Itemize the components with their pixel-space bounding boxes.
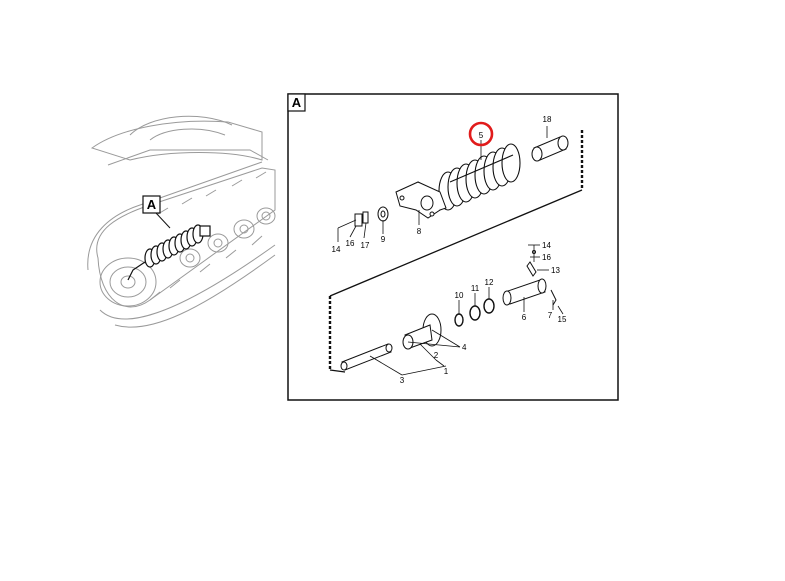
label-part-4: 4	[462, 343, 467, 352]
label-part-17: 17	[361, 241, 370, 250]
label-part-1: 1	[444, 367, 449, 376]
part-tube-6	[502, 250, 557, 306]
label-part-10: 10	[455, 291, 464, 300]
overview-spring	[127, 224, 211, 281]
label-part-18: 18	[543, 115, 552, 124]
label-part-6: 6	[522, 313, 527, 322]
label-part-3: 3	[400, 376, 405, 385]
label-part-9: 9	[381, 235, 386, 244]
leader-lines	[337, 126, 564, 376]
overview-callout-box	[142, 195, 161, 214]
overview-callout-letter: A	[147, 197, 157, 212]
label-part-2: 2	[434, 351, 439, 360]
label-part-14-lower: 14	[542, 241, 551, 250]
part-rod-3	[340, 343, 393, 371]
label-part-15: 15	[558, 315, 567, 324]
label-part-14-upper: 14	[332, 245, 341, 254]
machine-overview	[87, 115, 276, 328]
label-part-8: 8	[417, 227, 422, 236]
label-part-16-upper: 16	[346, 239, 355, 248]
part-spring-5	[438, 143, 521, 211]
part-bushing-18	[531, 135, 569, 162]
detail-frame-letter: A	[292, 95, 302, 110]
detail-frame-tag	[287, 93, 306, 112]
part-nut-9	[377, 206, 389, 222]
part-labels: 18 5 8 9 14 16 17 14 16 13 6 7 15 10 11 …	[332, 115, 567, 385]
label-part-7: 7	[548, 311, 553, 320]
part-plates-16-17	[354, 211, 369, 227]
highlight-circle	[468, 121, 494, 147]
part-bracket-8	[395, 181, 447, 219]
label-part-11: 11	[471, 284, 480, 293]
label-part-12: 12	[485, 278, 494, 287]
overview-callout-line	[155, 212, 171, 229]
label-part-13: 13	[551, 266, 560, 275]
label-part-16-lower: 16	[542, 253, 551, 262]
label-part-5: 5	[479, 131, 484, 140]
assembly-dashed-outline	[328, 130, 584, 373]
